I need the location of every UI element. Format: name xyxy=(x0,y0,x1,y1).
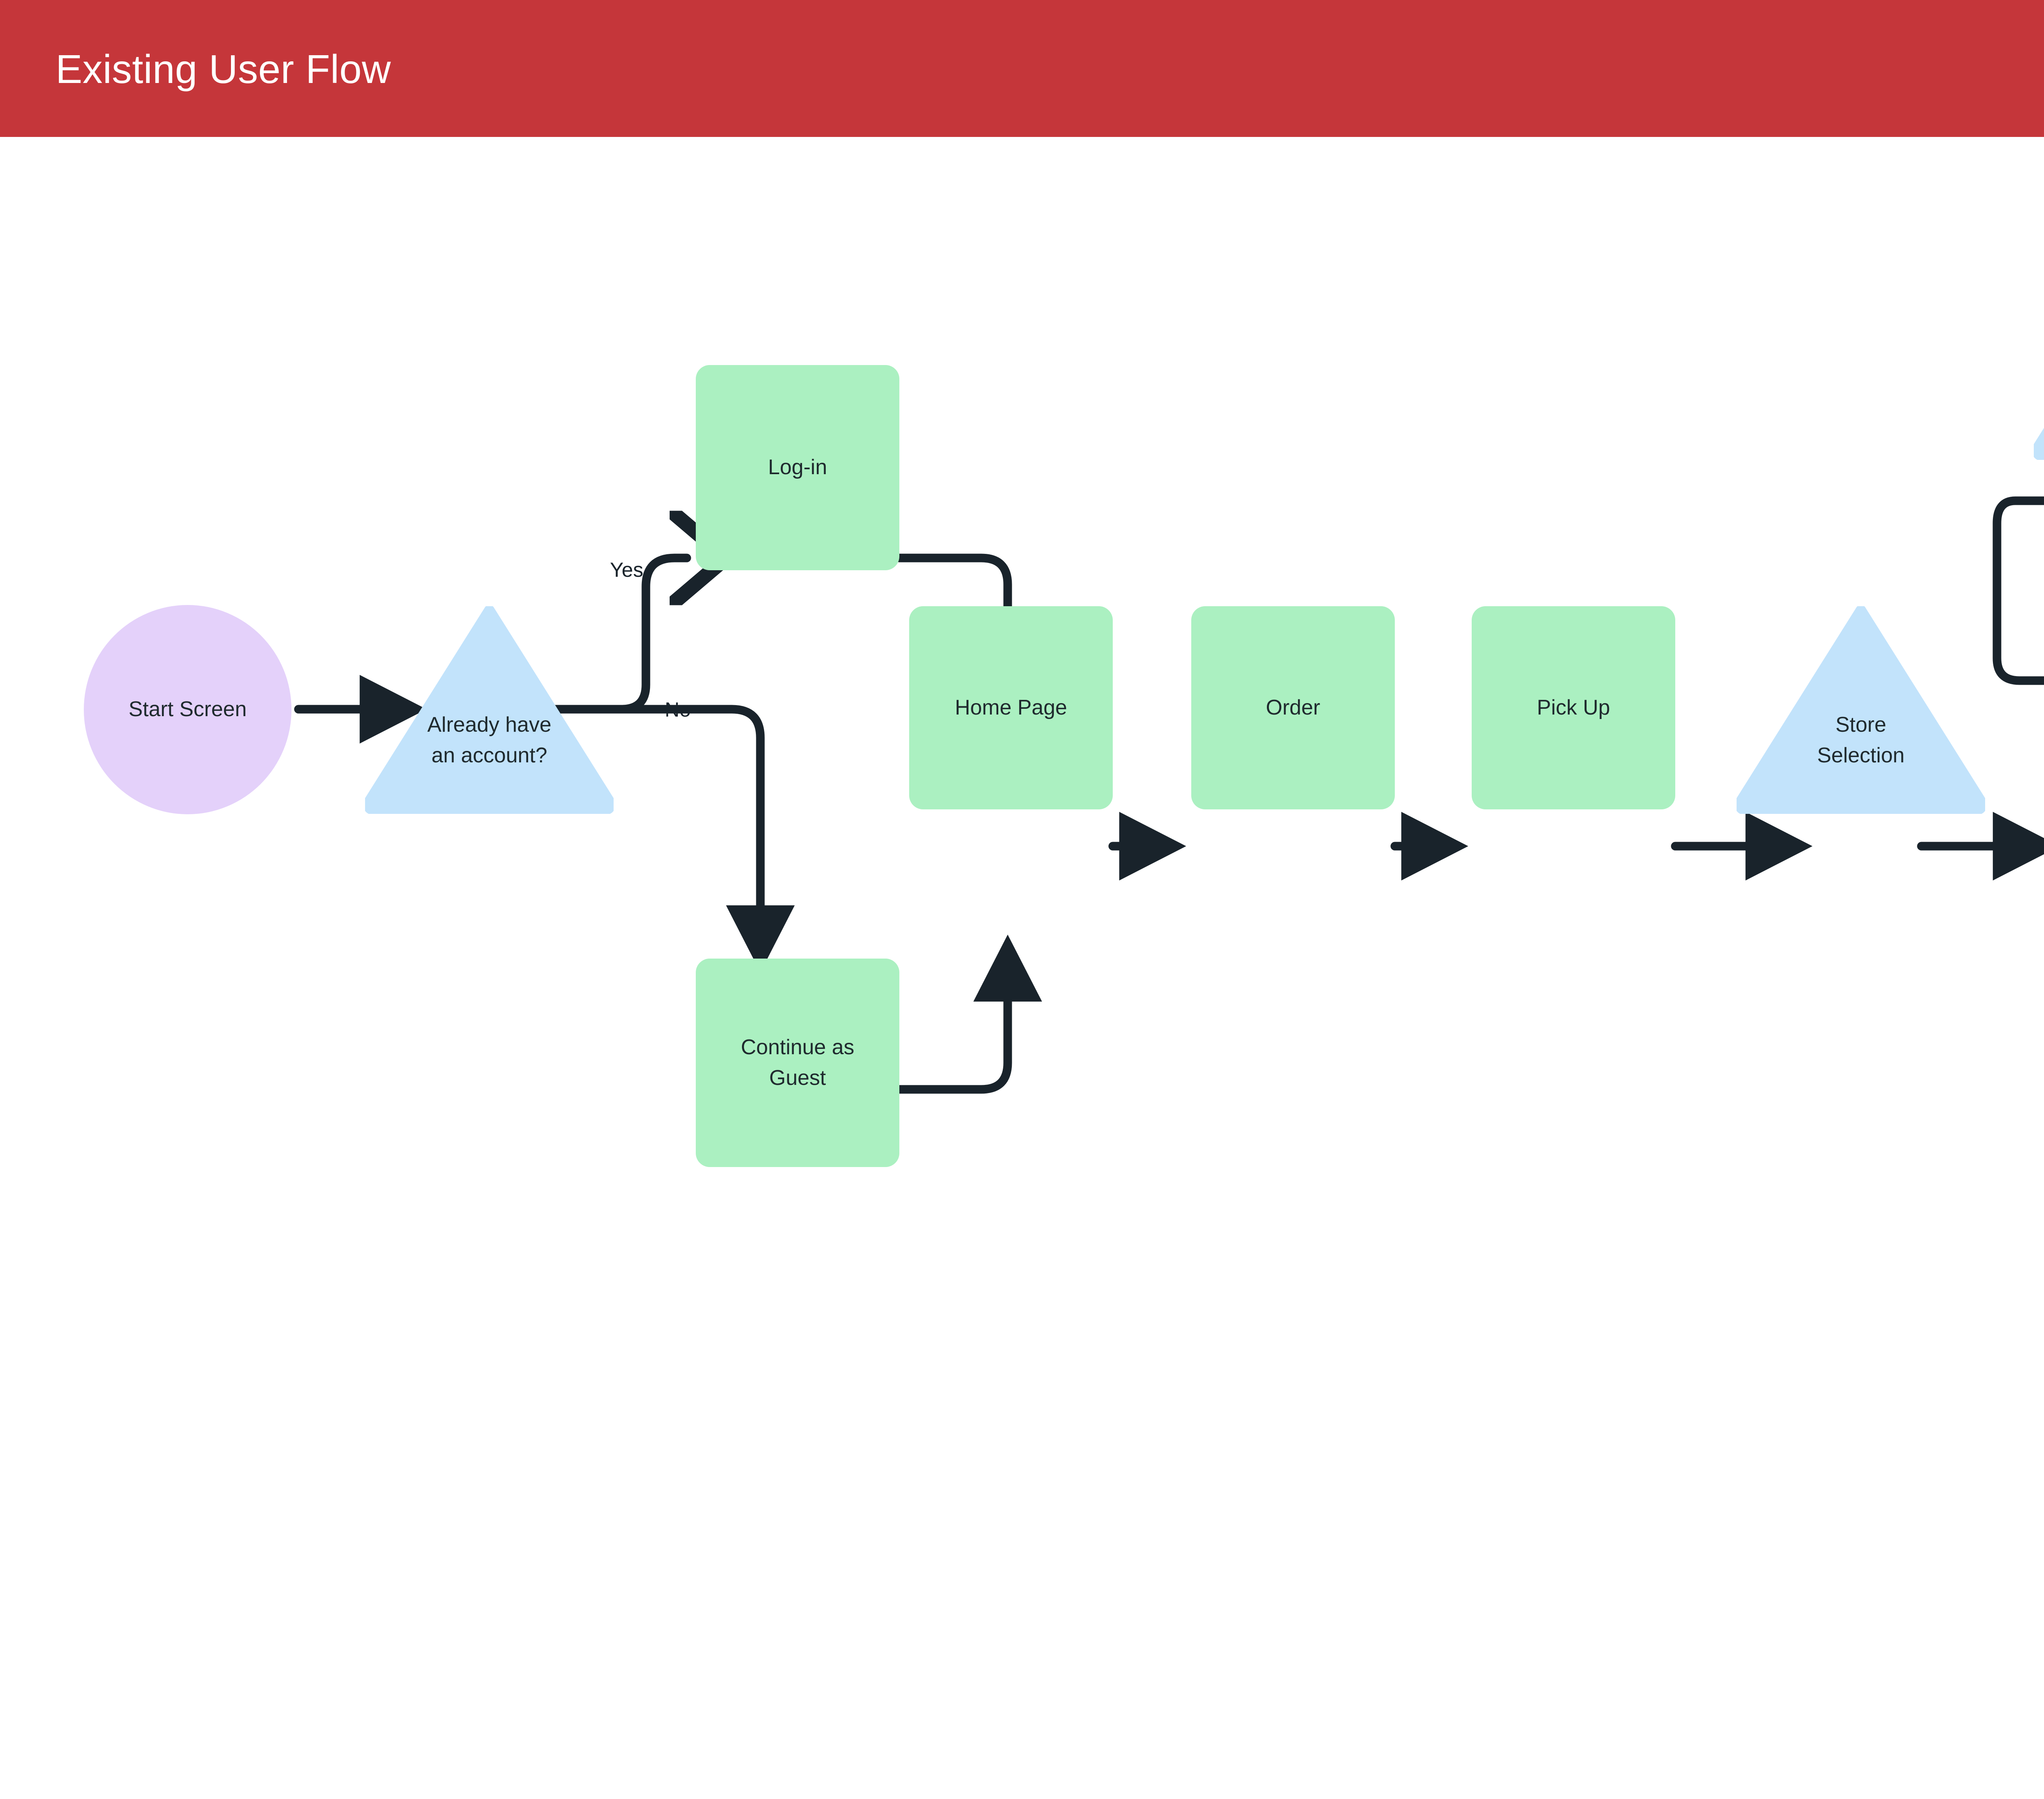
node-order[interactable]: Order xyxy=(1191,606,1395,809)
node-label-order: Order xyxy=(1266,695,1320,719)
node-product-selection[interactable]: Product Selection xyxy=(2034,252,2044,460)
edge-login-to-homepage xyxy=(895,553,1042,721)
diagram-canvas: Yes No Start Screen Already have an acco… xyxy=(0,137,2044,1799)
node-home-page[interactable]: Home Page xyxy=(909,606,1113,809)
edge-guest-to-homepage xyxy=(895,934,1042,1094)
node-store-selection[interactable]: Store Selection xyxy=(1737,606,1985,814)
node-pick-up[interactable]: Pick Up xyxy=(1472,606,1675,809)
node-label-pick-up: Pick Up xyxy=(1537,695,1610,719)
connector-layer xyxy=(294,496,2044,1094)
node-log-in[interactable]: Log-in xyxy=(696,365,899,570)
node-already-have-an-account[interactable]: Already have an account? xyxy=(365,606,614,814)
edge-label-yes: Yes xyxy=(610,558,643,581)
edge-product-loop-to-menu xyxy=(1992,496,2044,685)
page-title: Existing User Flow xyxy=(56,47,391,92)
node-start-screen[interactable]: Start Screen xyxy=(84,605,291,814)
node-label-start-screen: Start Screen xyxy=(128,697,247,721)
page-header: Existing User Flow xyxy=(0,0,2044,137)
node-continue-as-guest[interactable]: Continue as Guest xyxy=(696,959,899,1167)
node-label-home-page: Home Page xyxy=(955,695,1067,719)
edge-decision-no-to-guest xyxy=(548,705,795,972)
node-label-log-in: Log-in xyxy=(768,455,827,479)
triangle-shape-product-selection xyxy=(2034,428,2044,460)
edge-label-no: No xyxy=(665,698,691,721)
node-label-continue-as-guest: Continue as Guest xyxy=(741,1035,854,1090)
triangle-shape-store-selection xyxy=(1737,606,1985,814)
triangle-shape-decision xyxy=(365,606,614,814)
